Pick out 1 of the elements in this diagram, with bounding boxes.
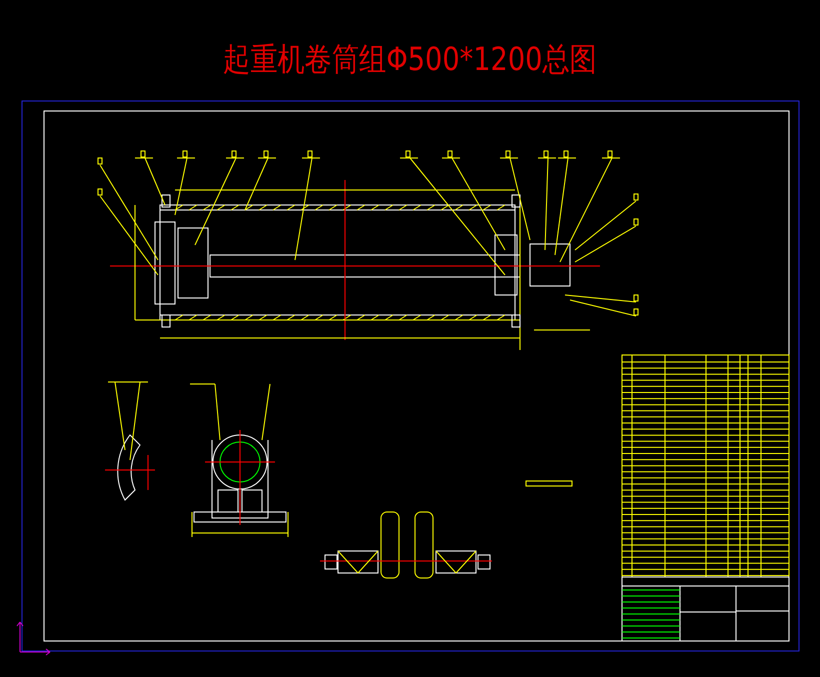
drawing-title: 起重机卷筒组Φ500*1200总图: [222, 39, 598, 80]
